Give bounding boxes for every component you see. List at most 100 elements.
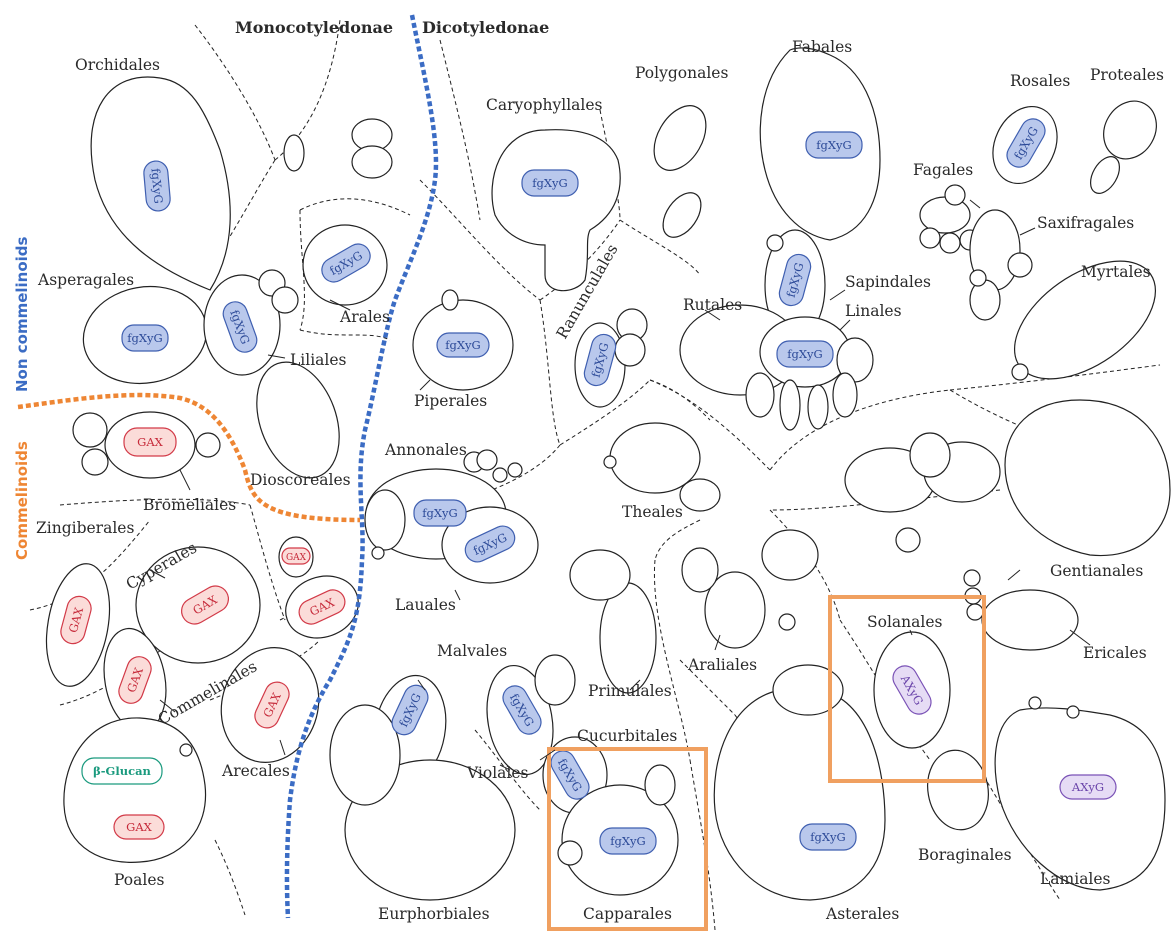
gax-tag-poales: GAX xyxy=(114,815,164,839)
label-eurphorbiales: Eurphorbiales xyxy=(378,905,490,923)
annonales-lobe-e xyxy=(508,463,522,477)
arales-sub-a xyxy=(284,135,304,171)
svg-text:fgXyG: fgXyG xyxy=(816,138,852,152)
label-lauales: Lauales xyxy=(395,596,456,614)
linales-lobe-b xyxy=(746,373,774,417)
label-violales: Violales xyxy=(466,764,529,782)
fgxyg-tag-asterales: fgXyG xyxy=(800,824,856,850)
label-arales: Arales xyxy=(339,308,390,326)
label-lamiales: Lamiales xyxy=(1040,870,1111,888)
lamiales-lobe-b xyxy=(1067,706,1079,718)
saxifragales-lobe-a xyxy=(970,280,1000,320)
label-primulales: Primulales xyxy=(588,682,672,700)
fgxyg-tag-annonales: fgXyG xyxy=(414,500,466,526)
monocots-header: Monocotyledonae xyxy=(235,18,393,37)
linales-lobe-d xyxy=(808,385,828,429)
label-malvales: Malvales xyxy=(437,642,507,660)
label-polygonales: Polygonales xyxy=(635,64,728,82)
annonales-lobe-d xyxy=(493,468,507,482)
gentianales-lobe-d xyxy=(896,528,920,552)
label-bromeliales: Bromeliales xyxy=(143,496,236,514)
gentianales-lobe-c xyxy=(910,433,950,477)
capparales-lobe-a xyxy=(645,765,675,805)
svg-text:fgXyG: fgXyG xyxy=(810,830,846,844)
proteales-sub xyxy=(1085,152,1126,199)
ericales-lobe-a xyxy=(964,570,980,586)
araliales-sub xyxy=(762,530,818,580)
label-arecales: Arecales xyxy=(221,762,290,780)
fgxyg-tag-caryophyllales: fgXyG xyxy=(522,170,578,196)
piperales-lobe xyxy=(442,290,458,310)
bromeliales-lobe-a xyxy=(73,413,107,447)
svg-text:fgXyG: fgXyG xyxy=(610,834,646,848)
lamiales-lobe-a xyxy=(1029,697,1041,709)
fgxyg-tag-capparales: fgXyG xyxy=(600,828,656,854)
sapindales-lobe xyxy=(767,235,783,251)
poales-lobe xyxy=(180,744,192,756)
label-caryophyllales: Caryophyllales xyxy=(486,96,603,114)
capparales-lobe-b xyxy=(558,841,582,865)
araliales-sub-b xyxy=(779,614,795,630)
label-rutales: Rutales xyxy=(683,296,742,314)
label-liliales: Liliales xyxy=(290,351,347,369)
fagales-lobe-d xyxy=(945,185,965,205)
svg-text:fgXyG: fgXyG xyxy=(787,347,823,361)
label-gentianales: Gentianales xyxy=(1050,562,1143,580)
primulales-top xyxy=(570,550,630,600)
bromeliales-lobe-c xyxy=(196,433,220,457)
linales-lobe-e xyxy=(833,373,857,417)
fgxyg-tag-piperales: fgXyG xyxy=(437,333,489,357)
violales-lobe xyxy=(535,655,575,705)
label-dioscoreales: Dioscoreales xyxy=(250,471,351,489)
fgxyg-tag-fabales: fgXyG xyxy=(806,132,862,158)
label-saxifragales: Saxifragales xyxy=(1037,214,1134,232)
eurphorbiales-lobe xyxy=(330,705,400,805)
label-fabales: Fabales xyxy=(792,38,852,56)
ranunculales-lobe-b xyxy=(615,334,645,366)
dicots-header: Dicotyledonae xyxy=(422,18,549,37)
theales-lobe xyxy=(680,479,720,511)
polygonales-sub xyxy=(655,186,708,244)
label-ericales: Ericales xyxy=(1083,644,1147,662)
svg-text:GAX: GAX xyxy=(126,820,152,834)
label-asterales: Asterales xyxy=(825,905,899,923)
svg-text:β-Glucan: β-Glucan xyxy=(93,764,151,778)
annonales-lobe-f xyxy=(372,547,384,559)
gax-tag-small-a: GAX xyxy=(282,548,310,564)
label-sapindales: Sapindales xyxy=(845,273,931,291)
asterales-lobe xyxy=(773,665,843,715)
label-piperales: Piperales xyxy=(414,392,487,410)
poales-shape xyxy=(64,718,206,862)
label-linales: Linales xyxy=(845,302,902,320)
liliales-lobe-b xyxy=(272,287,298,313)
label-cucurbitales: Cucurbitales xyxy=(577,727,677,745)
araliales-top xyxy=(682,548,718,592)
label-theales: Theales xyxy=(622,503,683,521)
label-rosales: Rosales xyxy=(1010,72,1070,90)
proteales-shape xyxy=(1093,92,1166,169)
saxifragales-lobe-b xyxy=(1008,253,1032,277)
non-commelinoids-label: Non commelinoids xyxy=(13,236,31,392)
linales-lobe-c xyxy=(780,380,800,430)
fgxyg-tag-orchidales: fgXyG xyxy=(143,160,171,212)
svg-text:fgXyG: fgXyG xyxy=(445,338,481,352)
svg-text:GAX: GAX xyxy=(286,553,307,563)
label-boraginales: Boraginales xyxy=(918,846,1012,864)
label-solanales: Solanales xyxy=(867,613,943,631)
ericales-shape xyxy=(982,590,1078,650)
polygonales-shape xyxy=(643,97,716,180)
label-poales: Poales xyxy=(114,871,165,889)
myrtales-lobe xyxy=(1012,364,1028,380)
fgxyg-tag-asperagales: fgXyG xyxy=(122,325,168,351)
arales-sub-c xyxy=(352,146,392,178)
label-myrtales: Myrtales xyxy=(1081,263,1151,281)
label-capparales: Capparales xyxy=(583,905,672,923)
svg-text:fgXyG: fgXyG xyxy=(127,331,163,345)
label-araliales: Araliales xyxy=(687,656,757,674)
gentianales-shape xyxy=(1005,400,1170,556)
theales-lobe-b xyxy=(604,456,616,468)
gax-tag-bromeliales: GAX xyxy=(124,428,176,456)
dioscoreales-shape xyxy=(242,351,354,490)
